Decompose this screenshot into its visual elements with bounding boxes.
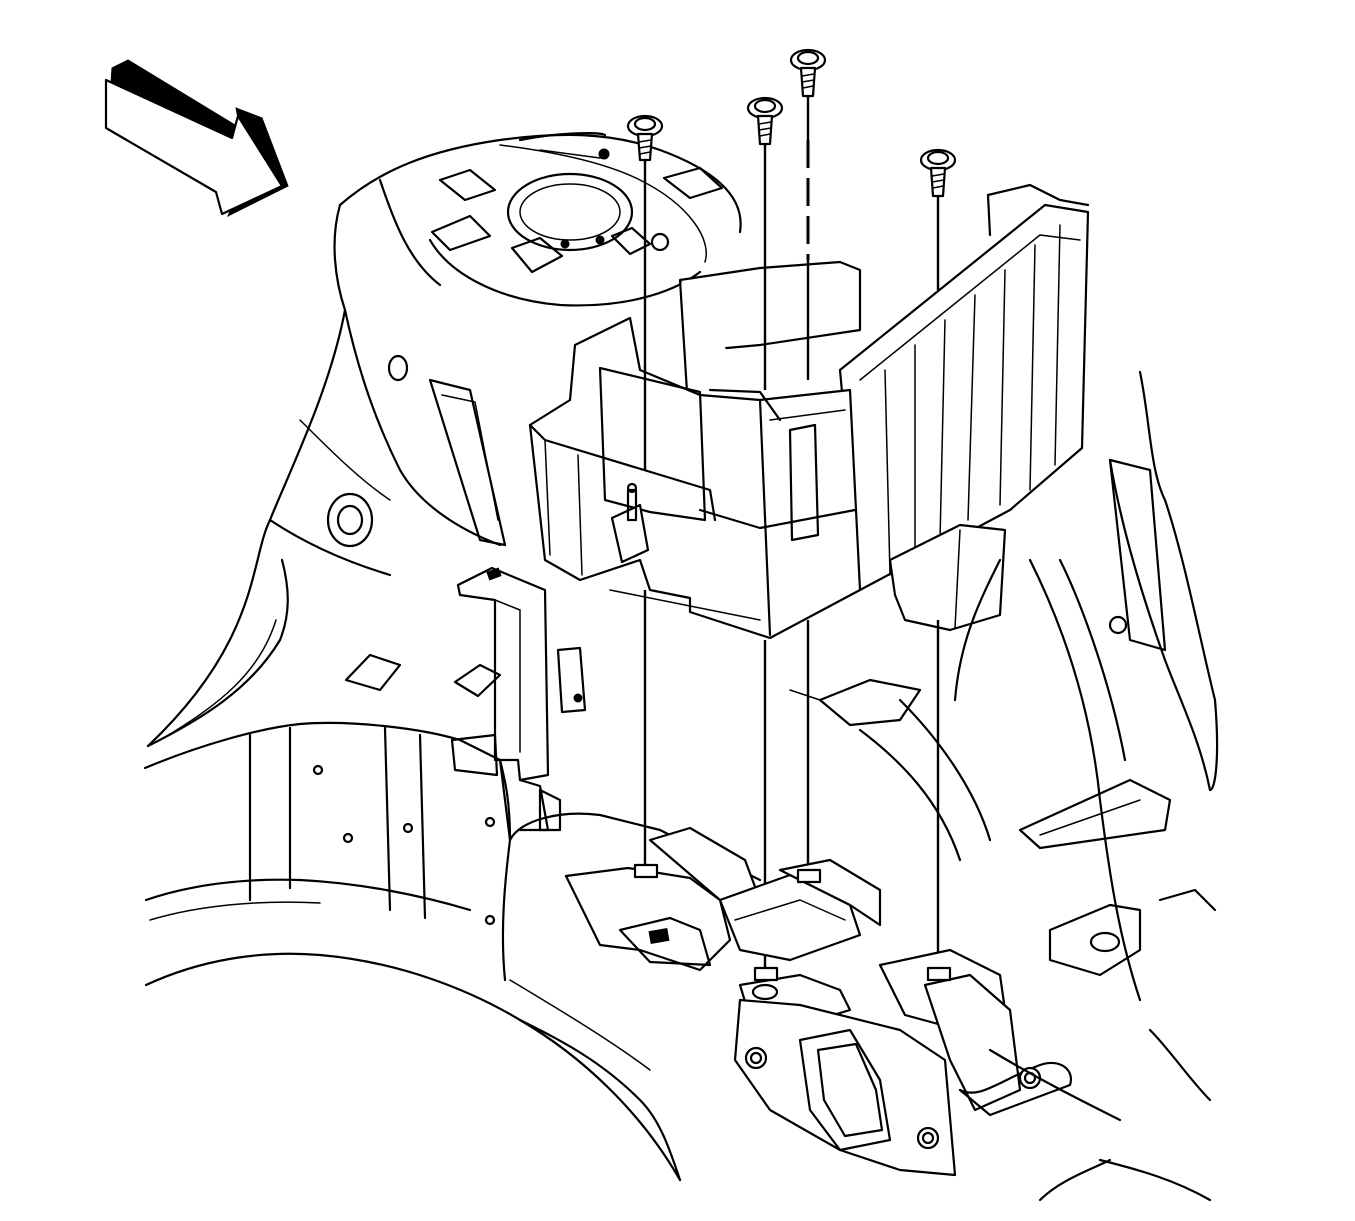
strut-tower bbox=[333, 132, 742, 312]
battery-tray bbox=[528, 183, 1090, 640]
bolt-3 bbox=[789, 48, 827, 98]
bolt-4 bbox=[919, 148, 957, 198]
bolt-2 bbox=[746, 96, 784, 146]
right-side-structure bbox=[789, 370, 1219, 1202]
frame-rail bbox=[143, 653, 682, 1182]
bolt-1 bbox=[626, 114, 664, 162]
fender-apron bbox=[146, 308, 507, 748]
lower-mounting-area bbox=[508, 788, 1073, 1182]
view-direction-arrow bbox=[104, 59, 289, 218]
tray-bracket bbox=[450, 566, 587, 832]
